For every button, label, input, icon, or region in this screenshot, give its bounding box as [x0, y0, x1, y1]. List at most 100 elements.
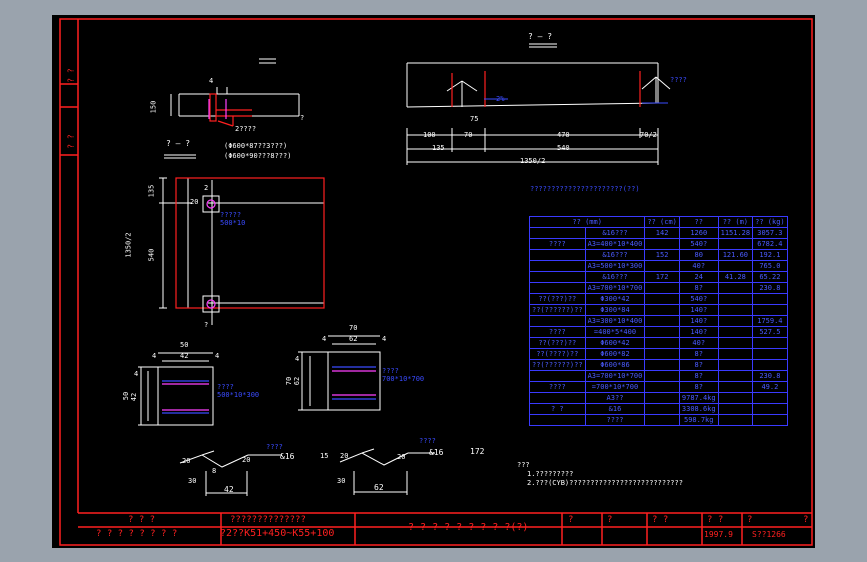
weld-a-d30: 30	[188, 477, 197, 485]
table-cell: 152	[644, 249, 680, 261]
table-cell: 3308.6kg	[678, 403, 719, 415]
table-cell: Φ600*82	[584, 348, 646, 360]
table-header-cell: ?? (cm)	[644, 216, 680, 228]
tb-cell-8: ?	[747, 515, 753, 525]
table-cell	[529, 370, 586, 382]
elev-dim-1350-2: 1350/2	[520, 157, 546, 165]
table-cell	[644, 392, 680, 404]
table-cell	[644, 326, 680, 338]
detail-a-note: ???? 500*10*300	[217, 383, 260, 399]
table-cell: A3=700*10*700	[584, 370, 646, 382]
table-cell: A3??	[584, 392, 646, 404]
weld-b-d20a: 20	[340, 452, 349, 460]
weld-a-d42: 42	[224, 485, 234, 494]
table-cell: 1151.28	[717, 227, 754, 239]
table-cell	[717, 315, 754, 327]
table-cell: 9787.4kg	[678, 392, 719, 404]
detail-b-dim-4v: 4	[295, 355, 300, 363]
table-row: A3?? 9787.4kg	[529, 392, 788, 404]
table-cell: 40?	[678, 337, 719, 349]
left-strip-label-top: ? ?	[66, 68, 76, 83]
table-cell	[529, 249, 586, 261]
table-cell	[529, 392, 586, 404]
tb-date: 1997.9	[704, 530, 733, 539]
table-cell: 8?	[678, 348, 719, 360]
table-cell: 140?	[678, 304, 719, 316]
table-cell	[644, 337, 680, 349]
table-cell	[752, 359, 788, 371]
sheet-corner-mark: ?	[803, 515, 809, 525]
weld-a-head: ????	[266, 443, 283, 451]
section-title-left: ? — ?	[166, 139, 191, 148]
elev-dim-540: 540	[557, 144, 570, 152]
table-cell: 80	[678, 249, 719, 261]
table-cell	[529, 282, 586, 294]
left-strip-label-bottom: ? ?	[66, 134, 76, 149]
table-cell: &16???	[584, 227, 646, 239]
weld-b-d15: 15	[320, 452, 329, 460]
weld-b-d62: 62	[374, 483, 384, 492]
tb-cell-6: ? ?	[652, 515, 669, 525]
table-header-cell: ??	[678, 216, 719, 228]
weld-b-num: 172	[470, 447, 485, 456]
table-cell	[644, 293, 680, 305]
plan-view	[159, 177, 324, 325]
notes-head: ???	[517, 461, 530, 469]
tb-cell-1a: ? ? ?	[128, 515, 156, 525]
table-cell	[529, 315, 586, 327]
table-cell: 192.1	[752, 249, 788, 261]
table-cell: =400*5*400	[584, 326, 646, 338]
table-header-cell: ?? (m)	[717, 216, 754, 228]
elev-dim-70-2: 70/2	[640, 131, 657, 139]
plan-dim-540: 540	[147, 248, 156, 262]
table-cell	[752, 337, 788, 349]
elev-tag-a: 2%	[496, 95, 505, 103]
table-cell	[644, 348, 680, 360]
table-cell: &16???	[584, 271, 646, 283]
table-cell	[529, 260, 586, 272]
plan-dim-1350-2: 1350/2	[124, 232, 133, 258]
weld-a-d20b: 20	[242, 456, 251, 464]
table-cell: 41.28	[717, 271, 754, 283]
section-note-a: (Φ600*87??3???)	[224, 142, 288, 150]
detail-b-dim-62: 62	[349, 335, 358, 343]
outer-frame	[59, 18, 813, 546]
table-cell	[717, 326, 754, 338]
weld-b-d20b: 20	[397, 453, 406, 461]
table-cell	[717, 304, 754, 316]
elev-dim-100: 100	[423, 131, 436, 139]
table-cell: Φ300*42	[584, 293, 646, 305]
table-cell	[717, 282, 754, 294]
table-cell: 142	[644, 227, 680, 239]
table-cell	[752, 392, 788, 404]
weld-a-d16: &16	[280, 452, 295, 461]
tb-cell-7: ? ?	[707, 515, 724, 525]
table-header-cell: ?? (kg)	[752, 216, 788, 228]
plan-dim-20: 20	[190, 198, 199, 206]
table-cell	[717, 260, 754, 272]
table-cell: Φ600*86	[584, 359, 646, 371]
table-cell: 8?	[678, 381, 719, 393]
table-cell: ??(???)??	[529, 337, 586, 349]
detail-a-dim-4b: 4	[215, 352, 220, 360]
table-cell	[644, 370, 680, 382]
table-cell: 1260	[678, 227, 719, 239]
table-cell: 8?	[678, 359, 719, 371]
plan-note: ????? 500*10	[220, 211, 246, 227]
weld-detail-a	[179, 450, 282, 496]
section-dim-4: 4	[209, 77, 214, 85]
elev-dim-135: 135	[432, 144, 445, 152]
table-cell	[717, 392, 754, 404]
table-cell: A3=300*10*400	[584, 315, 646, 327]
table-cell	[717, 370, 754, 382]
detail-a-dim-4v: 4	[134, 370, 139, 378]
weld-a-d20a: 20	[182, 457, 191, 465]
table-cell: ??(??????)??	[529, 304, 586, 316]
table-cell: 172	[644, 271, 680, 283]
detail-b-note: ???? 700*10*700	[382, 367, 425, 383]
table-cell: Φ300*84	[584, 304, 646, 316]
